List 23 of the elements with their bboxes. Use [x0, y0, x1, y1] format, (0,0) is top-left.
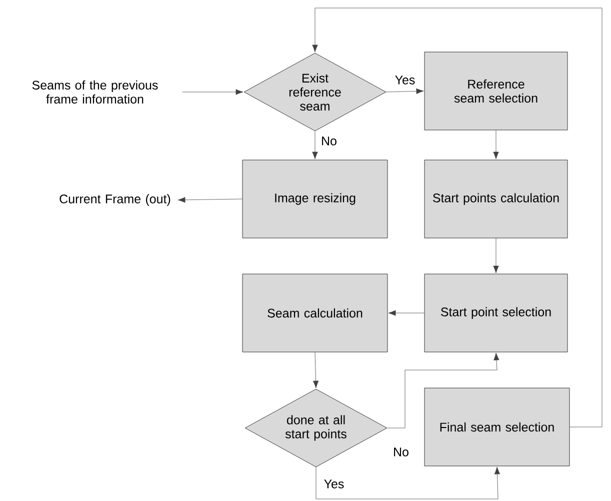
- text-label: Seams of the previous frame information: [32, 80, 158, 104]
- arrow: [312, 131, 318, 160]
- arrow: [312, 352, 319, 388]
- arrow: [178, 197, 242, 203]
- edge-label: Yes: [394, 74, 416, 86]
- text-label: Current Frame (out): [60, 194, 170, 206]
- arrow: [316, 466, 500, 500]
- process-box: Seam calculation: [242, 274, 388, 352]
- arrow: [493, 238, 499, 274]
- process-box: Start point selection: [424, 274, 568, 352]
- arrow: [493, 130, 499, 160]
- process-box: Final seam selection: [424, 388, 570, 466]
- arrow: [182, 89, 244, 95]
- arrow: [388, 310, 424, 316]
- process-box: Start points calculation: [424, 160, 568, 238]
- arrow: [312, 8, 602, 428]
- arrow: [387, 352, 500, 428]
- edge-label: Yes: [322, 478, 346, 490]
- process-box: Image resizing: [242, 160, 388, 238]
- process-box: Reference seam selection: [424, 52, 568, 130]
- edge-label: No: [392, 446, 410, 458]
- edge-label: No: [320, 136, 338, 146]
- arrow: [386, 88, 424, 94]
